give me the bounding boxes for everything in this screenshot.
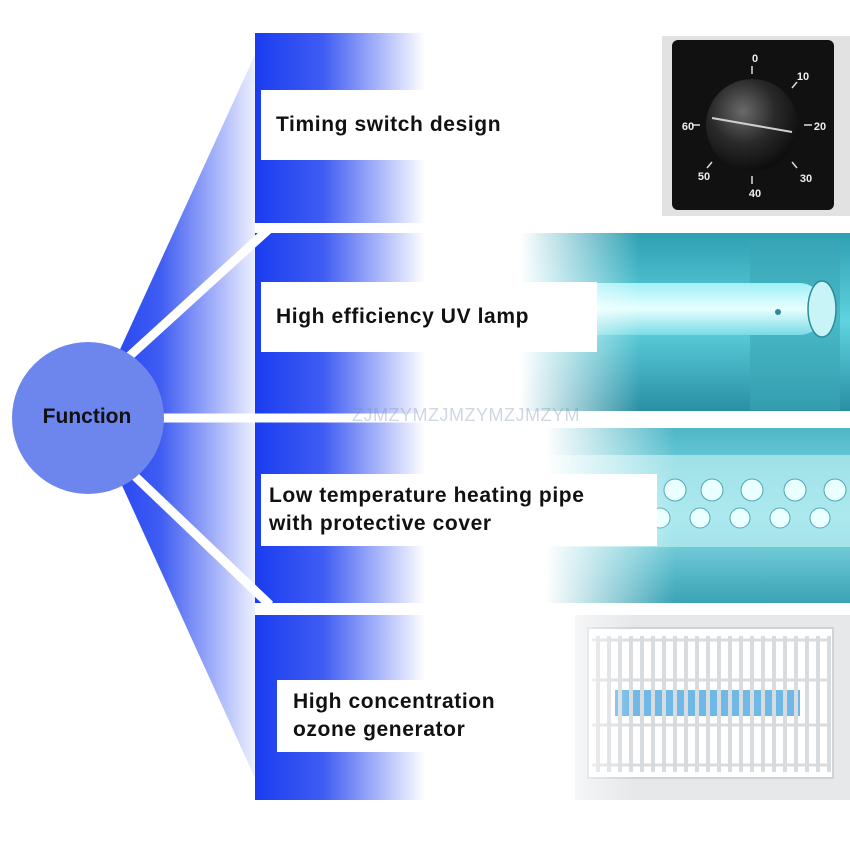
- dial-mark-0: 0: [752, 53, 758, 65]
- feature-label-uv-lamp: High efficiency UV lamp: [276, 305, 530, 328]
- dial-mark-60: 60: [682, 121, 694, 133]
- divider-1: [108, 224, 274, 376]
- uv-lamp-photo: [520, 233, 850, 411]
- feature-box-timing: Timing switch design: [261, 90, 659, 160]
- dial-mark-30: 30: [800, 173, 812, 185]
- dial-mark-40: 40: [749, 188, 761, 200]
- dial-mark-50: 50: [698, 171, 710, 183]
- watermark-text: ZJMZYMZJMZYMZJMZYM: [352, 405, 580, 425]
- feature-box-uv-lamp: High efficiency UV lamp: [261, 282, 597, 352]
- divider-3: [116, 458, 274, 609]
- function-center-label: Function: [42, 405, 132, 428]
- feature-label-heating-pipe: Low temperature heating pipe with protec…: [269, 484, 585, 535]
- dial-mark-20: 20: [814, 121, 826, 133]
- ozone-generator-photo: [575, 615, 850, 800]
- timer-dial-photo: 0 10 20 30 40 50 60: [662, 36, 850, 216]
- feature-label-ozone: High concentration ozone generator: [293, 690, 496, 741]
- function-circle: [12, 342, 164, 494]
- feature-box-heating-pipe: Low temperature heating pipe with protec…: [261, 474, 657, 546]
- feature-label-timing: Timing switch design: [276, 113, 502, 136]
- dial-mark-10: 10: [797, 71, 809, 83]
- feature-box-ozone: High concentration ozone generator: [277, 680, 539, 752]
